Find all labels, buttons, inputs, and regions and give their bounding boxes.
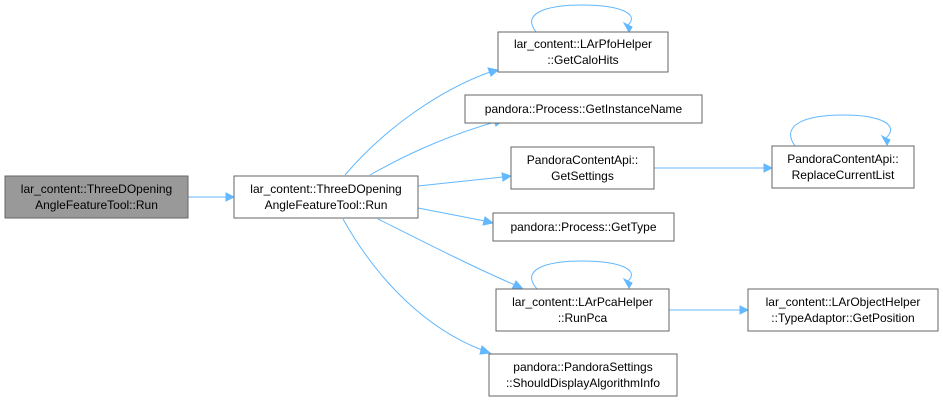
node-run-pca-label-line2: ::RunPca (558, 311, 608, 325)
node-three-d-opening-angle-feature-tool-run[interactable]: lar_content::ThreeDOpening AngleFeatureT… (233, 175, 419, 219)
node-root-three-d-opening-angle-feature-tool-run[interactable]: lar_content::ThreeDOpening AngleFeatureT… (4, 175, 189, 219)
node-lar-pfo-helper-get-calo-hits[interactable]: lar_content::LArPfoHelper ::GetCaloHits (497, 31, 669, 73)
node-get-position-label-line1: lar_content::LArObjectHelper (766, 295, 921, 309)
node-get-calo-hits-label-line2: ::GetCaloHits (547, 53, 618, 67)
edge-run-pca-to-get-position (669, 305, 750, 315)
node-pandora-content-api-replace-current-list[interactable]: PandoraContentApi:: ReplaceCurrentList (771, 145, 915, 189)
node-root-label-line1: lar_content::ThreeDOpening (21, 182, 172, 196)
node-pandora-content-api-get-settings[interactable]: PandoraContentApi:: GetSettings (510, 146, 655, 190)
node-should-display-label-line2: ::ShouldDisplayAlgorithmInfo (506, 376, 660, 390)
node-process-get-type[interactable]: pandora::Process::GetType (492, 212, 675, 242)
edge-run-to-get-type (417, 207, 495, 226)
edge-run-to-get-instance-name (369, 117, 504, 176)
node-should-display-label-line1: pandora::PandoraSettings (513, 360, 652, 374)
node-replace-current-list-label-line2: ReplaceCurrentList (792, 168, 895, 182)
edge-run-pca-self-loop (531, 260, 633, 290)
node-pandora-settings-should-display-algorithm-info[interactable]: pandora::PandoraSettings ::ShouldDisplay… (488, 353, 678, 397)
node-run-pca-label-line1: lar_content::LArPcaHelper (512, 295, 653, 309)
edge-get-calo-hits-self-loop (531, 4, 633, 34)
node-process-get-instance-name[interactable]: pandora::Process::GetInstanceName (464, 94, 703, 124)
node-lar-object-helper-type-adaptor-get-position[interactable]: lar_content::LArObjectHelper ::TypeAdapt… (747, 288, 939, 332)
node-run-label-line2: AngleFeatureTool::Run (265, 198, 388, 212)
edge-replace-current-list-self-loop (790, 114, 892, 147)
node-get-calo-hits-label-line1: lar_content::LArPfoHelper (514, 37, 652, 51)
node-get-type-label: pandora::Process::GetType (510, 220, 656, 234)
node-get-instance-name-label: pandora::Process::GetInstanceName (485, 102, 683, 116)
edge-get-settings-to-replace-current-list (654, 163, 774, 173)
node-replace-current-list-label-line1: PandoraContentApi:: (787, 152, 898, 166)
edge-run-to-get-settings (417, 172, 513, 187)
node-get-settings-label-line2: GetSettings (551, 169, 614, 183)
edge-run-to-get-calo-hits (344, 67, 500, 176)
node-run-label-line1: lar_content::ThreeDOpening (250, 182, 401, 196)
node-root-label-line2: AngleFeatureTool::Run (35, 198, 158, 212)
edge-run-to-should-display (342, 218, 492, 355)
node-lar-pca-helper-run-pca[interactable]: lar_content::LArPcaHelper ::RunPca (495, 288, 670, 332)
edge-root-to-run (188, 192, 236, 202)
node-get-settings-label-line1: PandoraContentApi:: (527, 153, 638, 167)
node-get-position-label-line2: ::TypeAdaptor::GetPosition (771, 311, 914, 325)
